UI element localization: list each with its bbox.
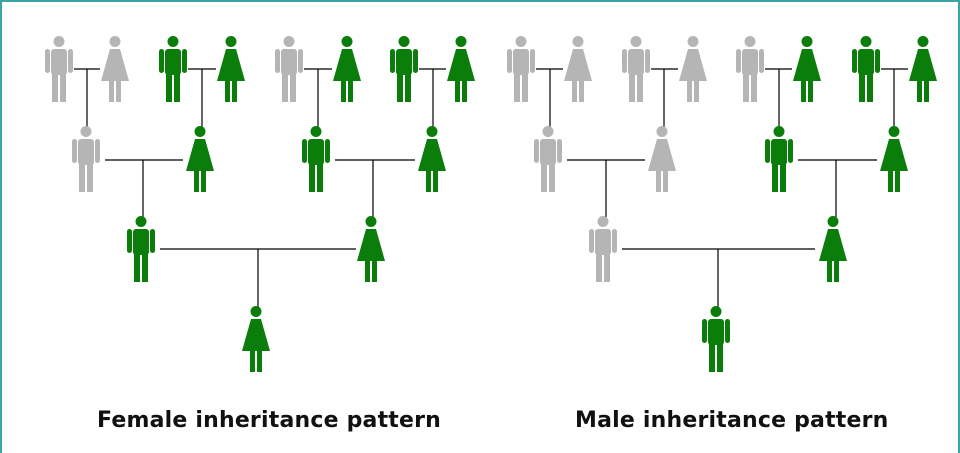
- female-icon: [357, 216, 385, 282]
- male-pattern-caption: Male inheritance pattern: [575, 408, 889, 433]
- female-icon: [679, 36, 707, 102]
- female-icon: [101, 36, 129, 102]
- female-icon: [880, 126, 908, 192]
- male-icon: [534, 126, 562, 192]
- female-pattern-caption: Female inheritance pattern: [97, 408, 442, 433]
- female-icon: [909, 36, 937, 102]
- male-icon: [702, 306, 730, 372]
- male-icon: [159, 36, 187, 102]
- female-icon: [217, 36, 245, 102]
- female-icon: [564, 36, 592, 102]
- pedigree-lines: [74, 68, 908, 307]
- male-icon: [622, 36, 650, 102]
- male-icon: [127, 216, 155, 282]
- female-icon: [242, 306, 270, 372]
- female-icon: [793, 36, 821, 102]
- male-icon: [45, 36, 73, 102]
- female-icon: [447, 36, 475, 102]
- male-icon: [736, 36, 764, 102]
- female-icon: [333, 36, 361, 102]
- female-icon: [648, 126, 676, 192]
- male-icon: [275, 36, 303, 102]
- male-icon: [852, 36, 880, 102]
- male-icon: [765, 126, 793, 192]
- male-icon: [589, 216, 617, 282]
- pedigree-figures: [45, 36, 937, 372]
- male-icon: [72, 126, 100, 192]
- female-icon: [819, 216, 847, 282]
- female-icon: [186, 126, 214, 192]
- female-icon: [418, 126, 446, 192]
- male-icon: [302, 126, 330, 192]
- male-icon: [507, 36, 535, 102]
- male-icon: [390, 36, 418, 102]
